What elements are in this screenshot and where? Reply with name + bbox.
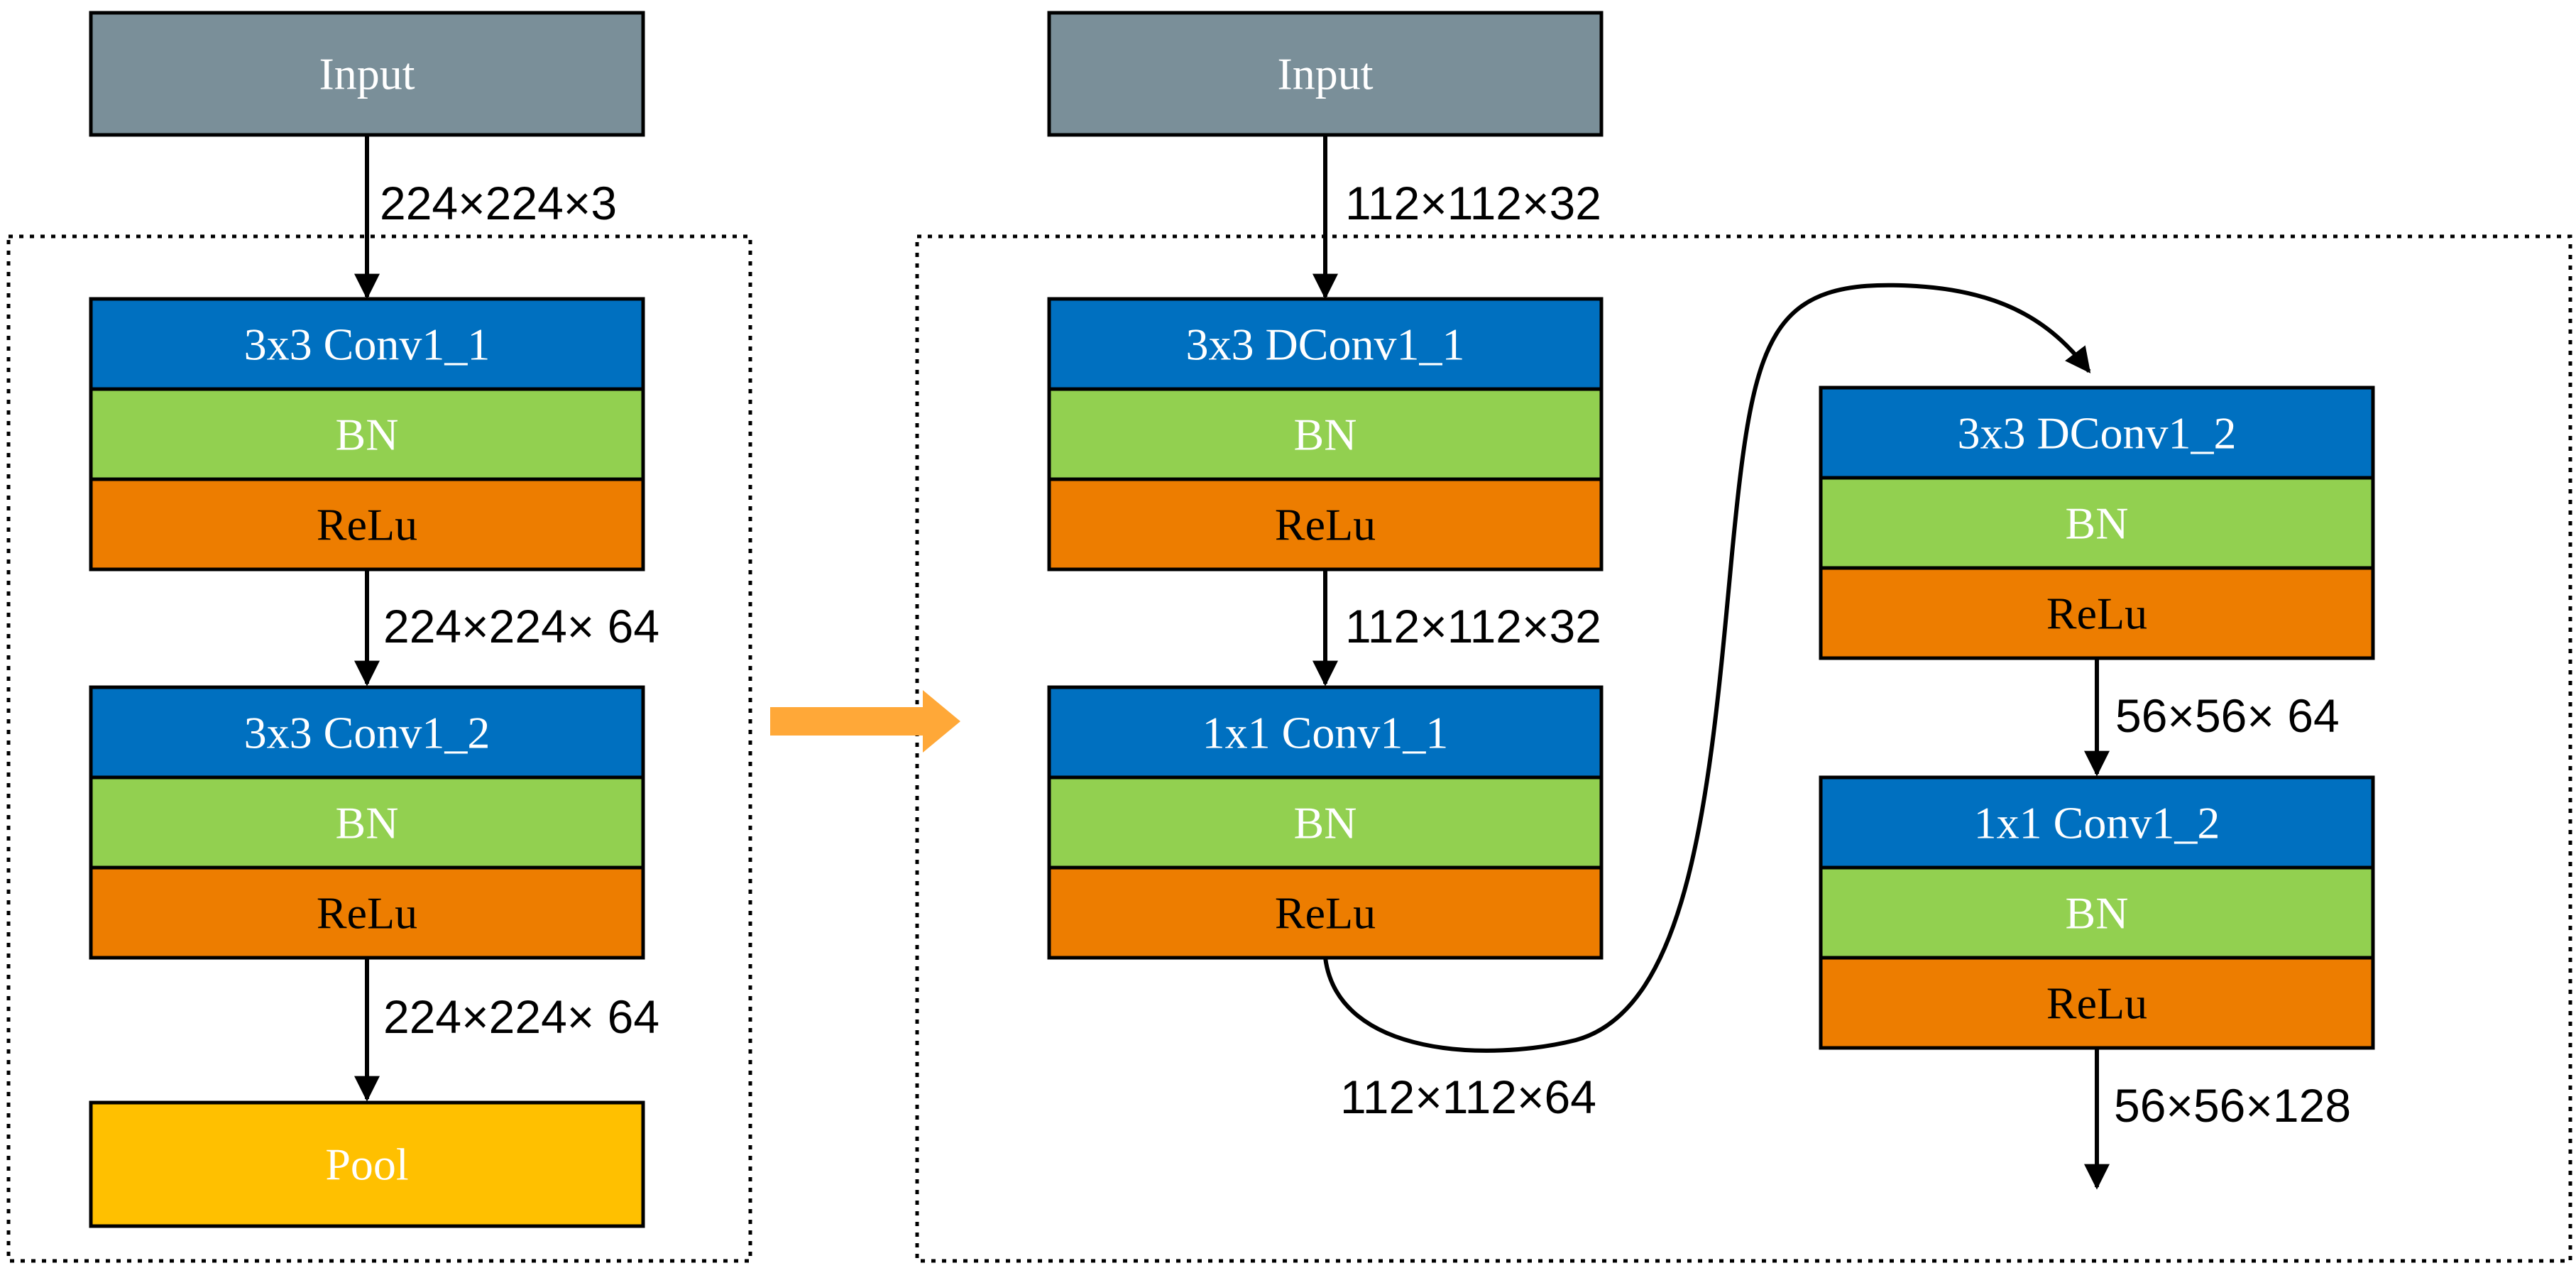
left-conv1-block: 3x3 Conv1_1 BN ReLu [89, 297, 645, 572]
right-pconv1-block: 1x1 Conv1_1 BN ReLu [1047, 685, 1604, 960]
svg-text:Input: Input [319, 49, 415, 99]
right-dim-dconv1-label: 112×112×32 [1345, 600, 1601, 652]
right-dconv1-label: 3x3 DConv1_1 [1186, 319, 1465, 370]
right-dconv2-relu-label: ReLu [2046, 589, 2147, 639]
transition-arrow [770, 690, 960, 753]
left-conv2-label: 3x3 Conv1_2 [244, 708, 490, 758]
left-input-box: Input [89, 11, 645, 137]
left-dim-input-label: 224×224×3 [380, 177, 617, 229]
svg-text:Pool: Pool [325, 1139, 408, 1190]
svg-text:Input: Input [1277, 49, 1373, 99]
left-pool-box: Pool [89, 1100, 645, 1228]
right-pconv2-block: 1x1 Conv1_2 BN ReLu [1819, 775, 2375, 1050]
right-dconv2-block: 3x3 DConv1_2 BN ReLu [1819, 386, 2375, 660]
left-conv1-label: 3x3 Conv1_1 [244, 319, 490, 370]
right-dim-input-label: 112×112×32 [1345, 177, 1601, 229]
right-dconv1-bn-label: BN [1294, 410, 1357, 460]
left-conv2-block: 3x3 Conv1_2 BN ReLu [89, 685, 645, 960]
left-conv1-bn-label: BN [336, 410, 399, 460]
right-pconv1-relu-label: ReLu [1275, 888, 1376, 939]
left-conv1-relu-label: ReLu [317, 500, 417, 550]
right-pconv2-relu-label: ReLu [2046, 978, 2147, 1029]
right-dim-pconv1-label: 112×112×64 [1340, 1071, 1596, 1123]
right-block-container [915, 234, 2572, 1263]
right-dconv1-block: 3x3 DConv1_1 BN ReLu [1047, 297, 1604, 572]
right-pconv1-label: 1x1 Conv1_1 [1202, 708, 1449, 758]
left-conv2-relu-label: ReLu [317, 888, 417, 939]
right-pconv2-label: 1x1 Conv1_2 [1974, 798, 2220, 848]
right-dim-dconv2-label: 56×56× 64 [2115, 689, 2340, 742]
right-dconv2-label: 3x3 DConv1_2 [1958, 408, 2237, 459]
s-curve-connector [1323, 283, 2091, 1053]
right-pconv1-bn-label: BN [1294, 798, 1357, 848]
right-input-box: Input [1047, 11, 1604, 137]
right-dconv1-relu-label: ReLu [1275, 500, 1376, 550]
left-dim-conv2-label: 224×224× 64 [383, 990, 659, 1043]
right-pconv2-bn-label: BN [2066, 888, 2129, 939]
left-dim-conv1-label: 224×224× 64 [383, 600, 659, 652]
right-dconv2-bn-label: BN [2066, 498, 2129, 549]
left-conv2-bn-label: BN [336, 798, 399, 848]
right-dim-output-label: 56×56×128 [2114, 1079, 2351, 1132]
